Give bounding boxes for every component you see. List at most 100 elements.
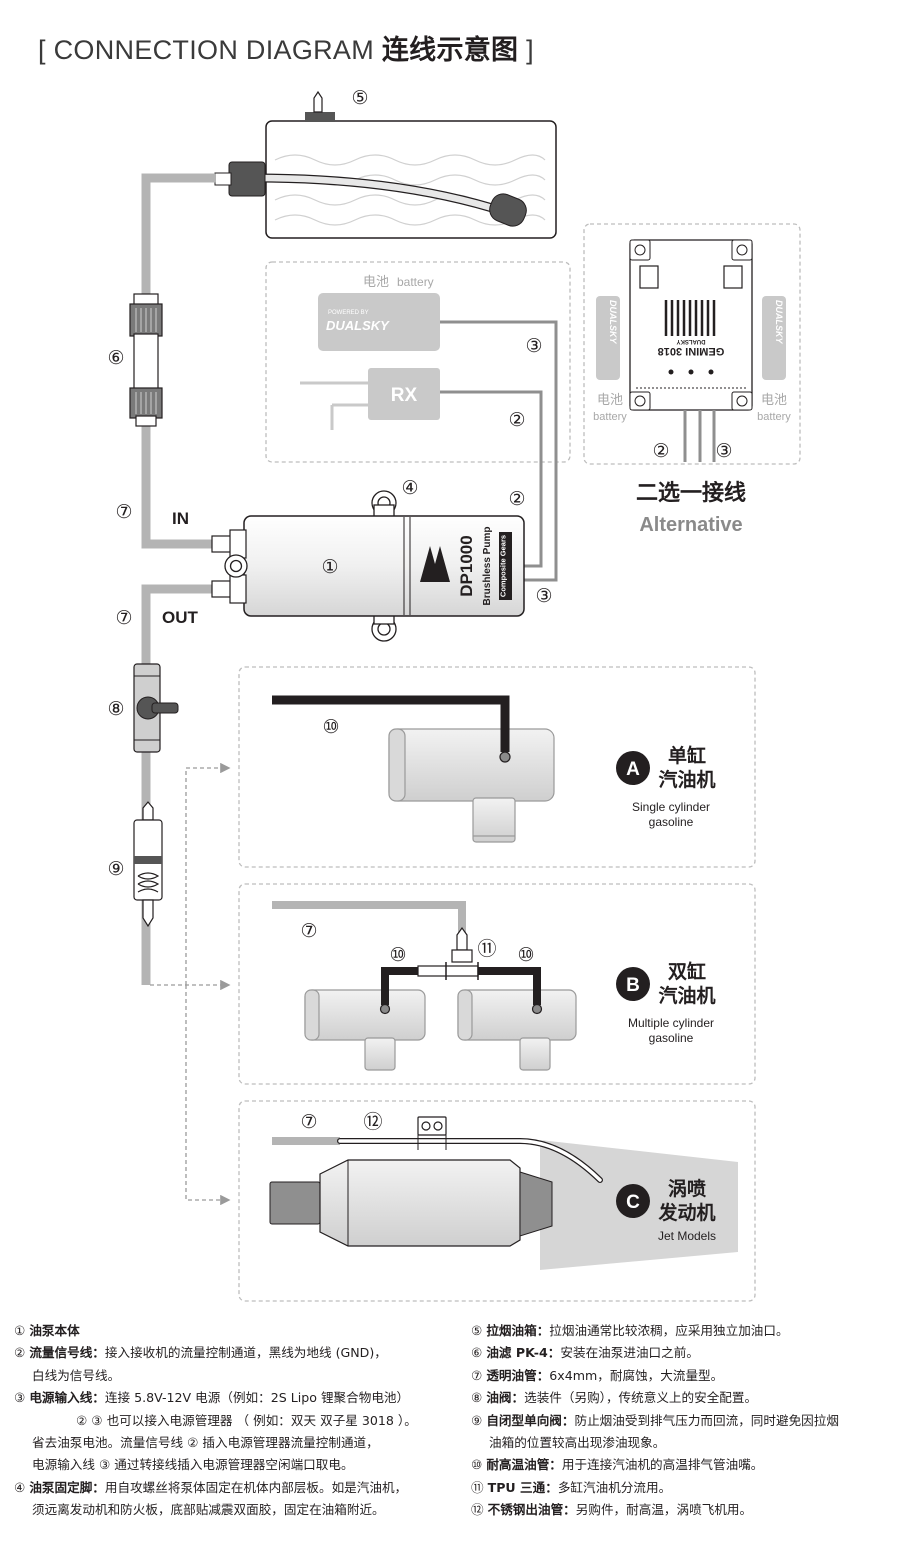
note-head: 油泵本体 (29, 1323, 80, 1338)
note-head: 油泵固定脚： (29, 1479, 105, 1495)
pm-battery-left-cn: 电池 (597, 392, 623, 407)
marker-2-alt: ② (652, 440, 669, 462)
marker-12: ⑫ (363, 1111, 382, 1133)
signal-wire (440, 390, 543, 568)
note-6: ⑥ 油滤 PK-4：安装在油泵进油口之前。 (471, 1342, 839, 1364)
note-3: ③ 电源输入线：连接 5.8V-12V 电源（例如：2S Lipo 锂聚合物电池… (14, 1387, 417, 1409)
notes-left: ① 油泵本体 ② 流量信号线：接入接收机的流量控制通道，黑线为地线 (GND)，… (14, 1320, 417, 1522)
note-number: ⑧ (471, 1390, 483, 1406)
note-body: 省去油泵电池。流量信号线 ② 插入电源管理器流量控制通道， (32, 1435, 379, 1451)
pm-battery-right-en: battery (757, 411, 791, 423)
title-english: CONNECTION DIAGRAM (53, 35, 375, 65)
marker-11: ⑪ (477, 938, 496, 960)
note-number: ⑨ (471, 1412, 483, 1428)
marker-7-b: ⑦ (300, 920, 317, 942)
route-arrow-a (185, 762, 231, 985)
note-head: 流量信号线： (29, 1345, 105, 1361)
out-label: OUT (162, 608, 199, 627)
note-number: ④ (14, 1479, 26, 1495)
note-head: 油阀： (486, 1390, 525, 1406)
engine-c-cn1: 涡喷 (668, 1178, 706, 1200)
pump-model-label: DP1000 (457, 535, 476, 596)
note-3-cont-3: 电源输入线 ③ 通过转接线插入电源管理器空闲端口取电。 (14, 1454, 417, 1476)
note-body: 油箱的位置较高出现渗油现象。 (489, 1435, 666, 1451)
engine-c-caption: C 涡喷 发动机 Jet Models (616, 1178, 716, 1243)
marker-7-in: ⑦ (115, 501, 132, 523)
battery-label-en: battery (397, 275, 434, 289)
note-head: 油滤 PK-4： (486, 1345, 561, 1361)
fuel-line-out (141, 584, 216, 985)
note-4-cont: 须远离发动机和防火板，底部贴减震双面胶，固定在油箱附近。 (14, 1499, 417, 1521)
note-body: 拉烟油通常比较浓稠，应采用独立加油口。 (549, 1323, 789, 1338)
note-4: ④ 油泵固定脚：用自攻螺丝将泵体固定在机体内部层板。如是汽油机， (14, 1477, 417, 1499)
marker-7-out: ⑦ (115, 607, 132, 629)
note-number: ③ (14, 1390, 26, 1406)
battery: POWERED BY DUALSKY 电池 battery (318, 274, 440, 351)
note-head: 电源输入线： (29, 1390, 105, 1406)
marker-3-pump: ③ (535, 585, 552, 607)
battery-rx-panel (265, 261, 571, 463)
route-arrow-c (185, 985, 231, 1206)
note-5: ⑤ 拉烟油箱：拉烟油通常比较浓稠，应采用独立加油口。 (471, 1320, 839, 1342)
note-10: ⑩ 耐高温油管：用于连接汽油机的高温排气管油嘴。 (471, 1454, 839, 1476)
note-head: 透明油管： (486, 1367, 550, 1383)
note-9: ⑨ 自闭型单向阀：防止烟油受到排气压力而回流，同时避免因拉烟 (471, 1410, 839, 1432)
title-bracket-close: ] (526, 35, 534, 65)
marker-2-pump: ② (508, 488, 525, 510)
engine-a-en1: Single cylinder (632, 800, 710, 814)
alternative-label-en: Alternative (639, 514, 742, 536)
note-2: ② 流量信号线：接入接收机的流量控制通道，黑线为地线 (GND)， (14, 1342, 417, 1364)
check-valve (133, 801, 163, 928)
note-number: ② (14, 1345, 26, 1361)
note-body: 选装件（另购），传统意义上的安全配置。 (524, 1390, 758, 1406)
marker-10-a: ⑩ (322, 716, 339, 738)
note-body: ② ③ 也可以接入电源管理器 （ 例如：双天 双子星 3018 ）。 (76, 1412, 417, 1428)
marker-1: ① (321, 556, 338, 578)
engine-a-cn1: 单缸 (668, 744, 706, 767)
pump-subtitle: Brushless Pump (482, 527, 493, 606)
in-label: IN (172, 509, 189, 528)
pump-gears-label: Composite Gears (499, 535, 508, 597)
pm-battery-left-en: battery (593, 411, 627, 423)
engine-c-en1: Jet Models (658, 1229, 716, 1243)
marker-9: ⑨ (107, 858, 124, 880)
note-head: 耐高温油管： (486, 1457, 562, 1473)
engine-c-panel (238, 1100, 756, 1302)
pump: DP1000 Brushless Pump Composite Gears (211, 490, 525, 642)
note-number: ① (14, 1323, 26, 1338)
battery-label-cn: 电池 (363, 274, 389, 289)
marker-3-alt: ③ (715, 440, 732, 462)
note-7: ⑦ 透明油管：6x4mm，耐腐蚀，大流量型。 (471, 1365, 839, 1387)
note-number: ⑥ (471, 1345, 483, 1361)
pm-brand-label: DUALSKY (676, 338, 705, 344)
note-head: 自闭型单向阀： (486, 1412, 575, 1428)
note-12: ⑫ 不锈钢出油管：另购件，耐高温，涡喷飞机用。 (471, 1499, 839, 1521)
engine-b-caption: B 双缸 汽油机 Multiple cylinder gasoline (616, 960, 716, 1045)
note-body: 连接 5.8V-12V 电源（例如：2S Lipo 锂聚合物电池） (104, 1390, 410, 1406)
power-manager: DUALSKY DUALSKY GEMINI 3018 DUALSKY 电池 b… (593, 239, 791, 462)
notes-right: ⑤ 拉烟油箱：拉烟油通常比较浓稠，应采用独立加油口。 ⑥ 油滤 PK-4：安装在… (471, 1320, 839, 1522)
engine-b-en1: Multiple cylinder (628, 1016, 714, 1030)
engine-a-panel (238, 666, 756, 868)
engine-b-letter: B (626, 975, 640, 996)
engine-c-letter: C (626, 1192, 640, 1213)
note-head: TPU 三通： (487, 1479, 558, 1495)
note-body: 另购件，耐高温，涡喷飞机用。 (575, 1502, 753, 1518)
marker-5: ⑤ (351, 87, 368, 109)
battery-brand: DUALSKY (326, 318, 390, 333)
pm-battery-right-cn: 电池 (761, 392, 787, 407)
engine-a-caption: A 单缸 汽油机 Single cylinder gasoline (616, 744, 716, 829)
note-number: ⑦ (471, 1367, 483, 1383)
note-number: ⑤ (471, 1323, 483, 1338)
connection-diagram: POWERED BY DUALSKY 电池 battery RX DUALSKY… (107, 87, 801, 1302)
alternative-panel (583, 223, 801, 465)
engine-a-cn2: 汽油机 (658, 768, 715, 791)
engine-a-letter: A (626, 759, 640, 780)
note-body: 白线为信号线。 (32, 1367, 121, 1383)
note-head: 不锈钢出油管： (487, 1502, 576, 1518)
note-body: 接入接收机的流量控制通道，黑线为地线 (GND)， (104, 1345, 387, 1361)
receiver: RX (300, 368, 440, 430)
note-2-cont: 白线为信号线。 (14, 1365, 417, 1387)
note-number: ⑫ (471, 1502, 484, 1518)
engine-multi-cylinder (272, 901, 577, 1071)
